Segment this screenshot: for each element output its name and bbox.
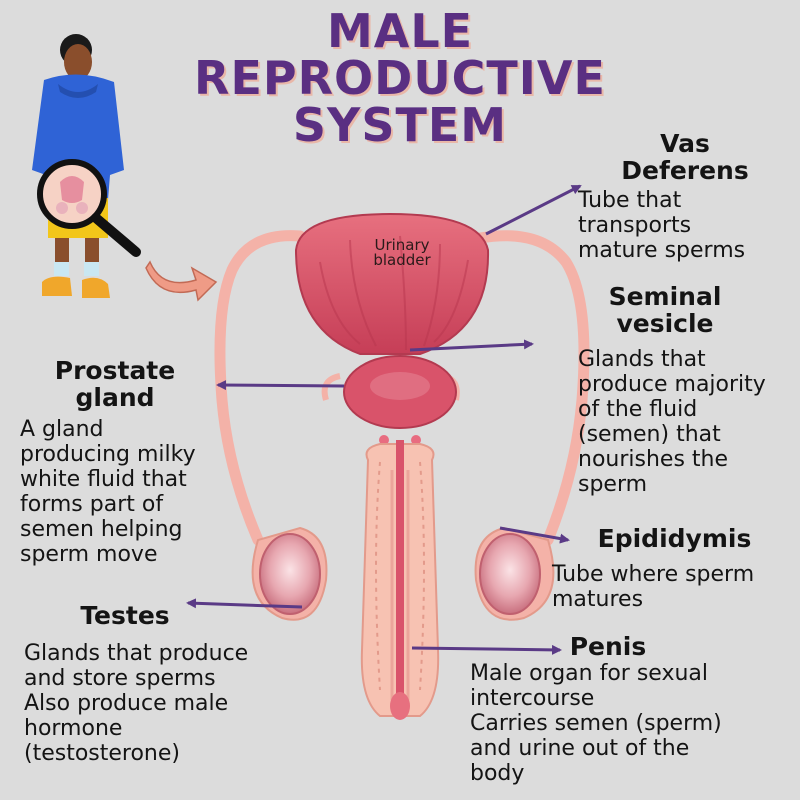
desc-line: producing milky [20,442,196,467]
desc-line: Tube that [578,188,682,213]
vas-deferens-heading: Vas Deferens [575,130,795,184]
desc-line: nourishes the [578,447,729,472]
desc-line: Male organ for sexual [470,661,709,686]
desc-line: hormone [24,716,123,741]
penis [360,440,440,720]
arrow-vas-deferens [485,184,582,236]
desc-line: sperm [578,472,648,497]
desc-line: sperm move [20,542,158,567]
desc-line: produce majority [578,372,766,397]
desc-line: and store sperms [24,666,216,691]
desc-line: Tube where sperm [552,562,755,587]
desc-line: of the fluid [578,397,698,422]
title-line-3: SYSTEM [292,98,508,152]
desc-line: forms part of [20,492,164,517]
desc-line: semen helping [20,517,183,542]
vas-deferens-description: Tube that transports mature sperms [578,188,745,263]
bladder-label-line-2: bladder [373,251,431,269]
epididymis-heading: Epididymis [597,524,752,553]
title-line-1: MALE [326,4,474,58]
urinary-bladder-label: Urinary bladder [352,238,452,268]
prostate-heading-line-1: Prostate [54,356,176,385]
desc-line: Glands that produce [24,641,249,666]
desc-line: mature sperms [578,238,746,263]
desc-line: white fluid that [20,467,187,492]
desc-line: transports [578,213,692,238]
desc-line: (testosterone) [24,741,180,766]
prostate-description: A gland producing milky white fluid that… [20,417,196,567]
testis-right [474,526,555,621]
arrow-penis [411,644,562,655]
page-title: MALE REPRODUCTIVE SYSTEM [0,8,800,149]
pointer-arrow [145,260,218,302]
arrow-seminal-vesicle [409,339,534,352]
vas-deferens-heading-line-1: Vas [660,129,710,158]
penis-description: Male organ for sexual intercourse Carrie… [470,661,722,786]
desc-line: and urine out of the [470,736,690,761]
desc-line: matures [552,587,644,612]
desc-line: Carries semen (sperm) [470,711,722,736]
testes-heading: Testes [80,601,170,630]
desc-line: Also produce male [24,691,229,716]
penis-heading: Penis [569,632,647,661]
person-figure [32,34,141,298]
desc-line: body [470,761,525,786]
arrow-testes [186,598,303,609]
arrow-prostate [216,380,345,391]
desc-line: Glands that [578,347,706,372]
title-line-2: REPRODUCTIVE [194,51,606,105]
testes-description: Glands that produce and store sperms Als… [24,641,248,766]
prostate-heading: Prostate gland [20,357,210,411]
vas-deferens-heading-line-2: Deferens [621,156,749,185]
vas-deferens-right [474,230,590,546]
seminal-vesicle-description: Glands that produce majority of the flui… [578,347,766,497]
desc-line: intercourse [470,686,595,711]
seminal-vesicle-heading-line-1: Seminal [608,282,722,311]
seminal-vesicle-heading-line-2: vesicle [616,309,714,338]
desc-line: (semen) that [578,422,721,447]
desc-line: A gland [20,417,104,442]
prostate-heading-line-2: gland [75,383,155,412]
arrow-epididymis [499,526,570,544]
bladder-label-line-1: Urinary [374,236,430,254]
testis-left [251,526,328,621]
seminal-vesicle-heading: Seminal vesicle [560,283,770,337]
epididymis-description: Tube where sperm matures [552,562,754,612]
vas-deferens-left [214,230,306,546]
